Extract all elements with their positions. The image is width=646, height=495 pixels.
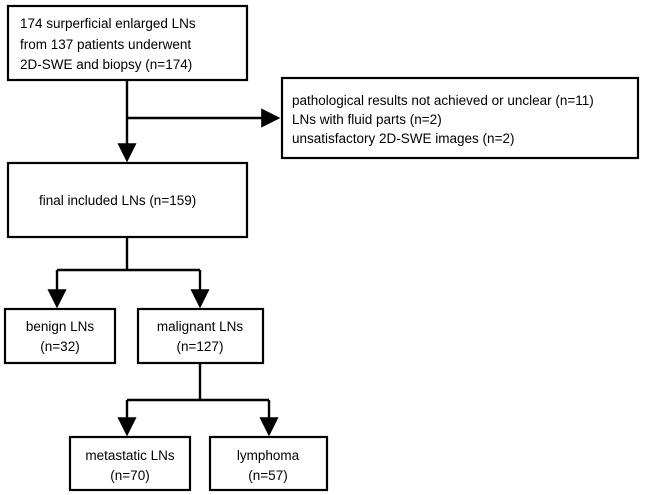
start-text-line1: 174 surperficial enlarged LNs bbox=[20, 16, 196, 31]
metastatic-text-line2: (n=70) bbox=[110, 468, 149, 483]
lymphoma-text-line2: (n=57) bbox=[248, 468, 287, 483]
exclusion-text-line3: unsatisfactory 2D-SWE images (n=2) bbox=[292, 131, 514, 146]
exclusion-box: pathological results not achieved or unc… bbox=[280, 76, 640, 160]
start-text-line2: from 137 patients underwent bbox=[20, 37, 191, 52]
lymphoma-text-line1: lymphoma bbox=[237, 448, 300, 463]
exclusion-text-line1: pathological results not achieved or unc… bbox=[292, 93, 594, 108]
start-box: 174 surperficial enlarged LNs from 137 p… bbox=[6, 4, 249, 82]
benign-text-line2: (n=32) bbox=[40, 339, 79, 354]
metastatic-box: metastatic LNs (n=70) bbox=[68, 435, 192, 492]
malignant-text-line2: (n=127) bbox=[177, 339, 224, 354]
included-box: final included LNs (n=159) bbox=[6, 161, 249, 239]
malignant-box: malignant LNs (n=127) bbox=[136, 307, 265, 365]
included-text: final included LNs (n=159) bbox=[39, 193, 196, 208]
malignant-text-line1: malignant LNs bbox=[157, 319, 244, 334]
lymphoma-box: lymphoma (n=57) bbox=[208, 435, 329, 492]
benign-box: benign LNs (n=32) bbox=[3, 307, 117, 365]
benign-text-line1: benign LNs bbox=[26, 319, 95, 334]
exclusion-text-line2: LNs with fluid parts (n=2) bbox=[292, 112, 442, 127]
start-text-line3: 2D-SWE and biopsy (n=174) bbox=[20, 57, 192, 72]
metastatic-text-line1: metastatic LNs bbox=[85, 448, 175, 463]
